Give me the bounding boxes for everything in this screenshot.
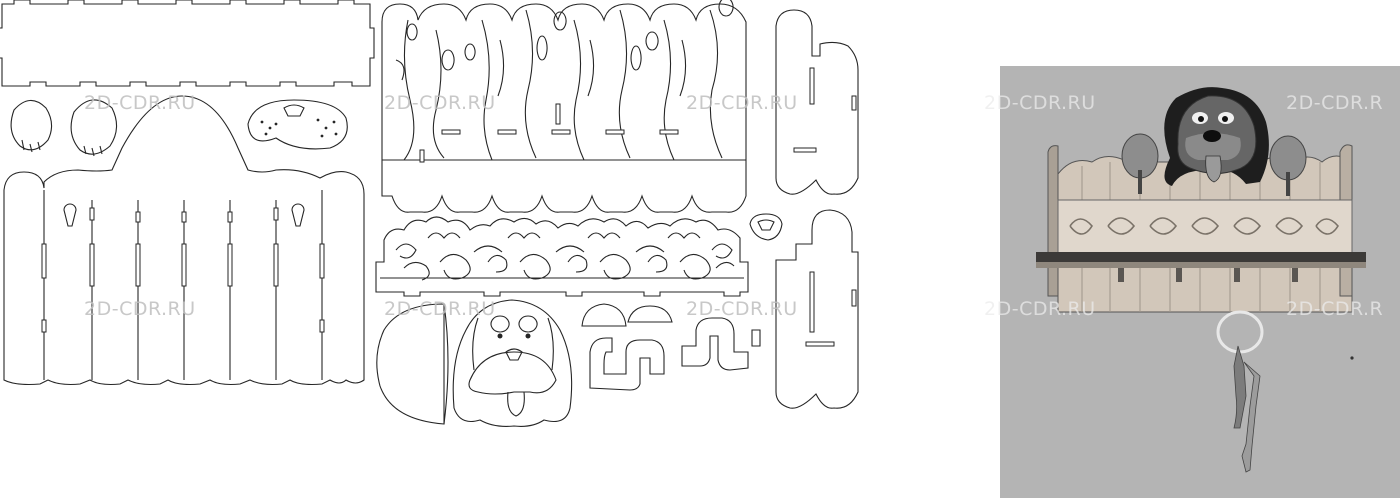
assembled-key-holder-illustration bbox=[1036, 87, 1366, 473]
paw-right-part bbox=[70, 99, 118, 157]
dog-head-part bbox=[452, 299, 573, 427]
assembled-photo bbox=[1000, 66, 1400, 498]
ornament-swirls bbox=[395, 232, 735, 281]
ornament-strip-part bbox=[375, 216, 749, 297]
half-cap-parts bbox=[581, 303, 673, 327]
paw-left-part bbox=[10, 99, 53, 153]
side-piece-bottom-part bbox=[775, 209, 859, 409]
nose-part bbox=[749, 213, 783, 241]
muzzle-part bbox=[247, 99, 348, 150]
dog-head-icon bbox=[1164, 87, 1269, 186]
key-icon bbox=[1233, 345, 1261, 473]
dog-ear-part bbox=[376, 303, 449, 425]
side-piece-top-part bbox=[775, 9, 859, 195]
cutting-parts-drawing bbox=[0, 0, 859, 427]
back-panel-part bbox=[3, 95, 365, 386]
ring-icon bbox=[1216, 310, 1264, 354]
front-fence-part bbox=[381, 0, 747, 213]
hook-pieces-parts bbox=[589, 317, 761, 391]
top-rail-part bbox=[0, 0, 375, 87]
